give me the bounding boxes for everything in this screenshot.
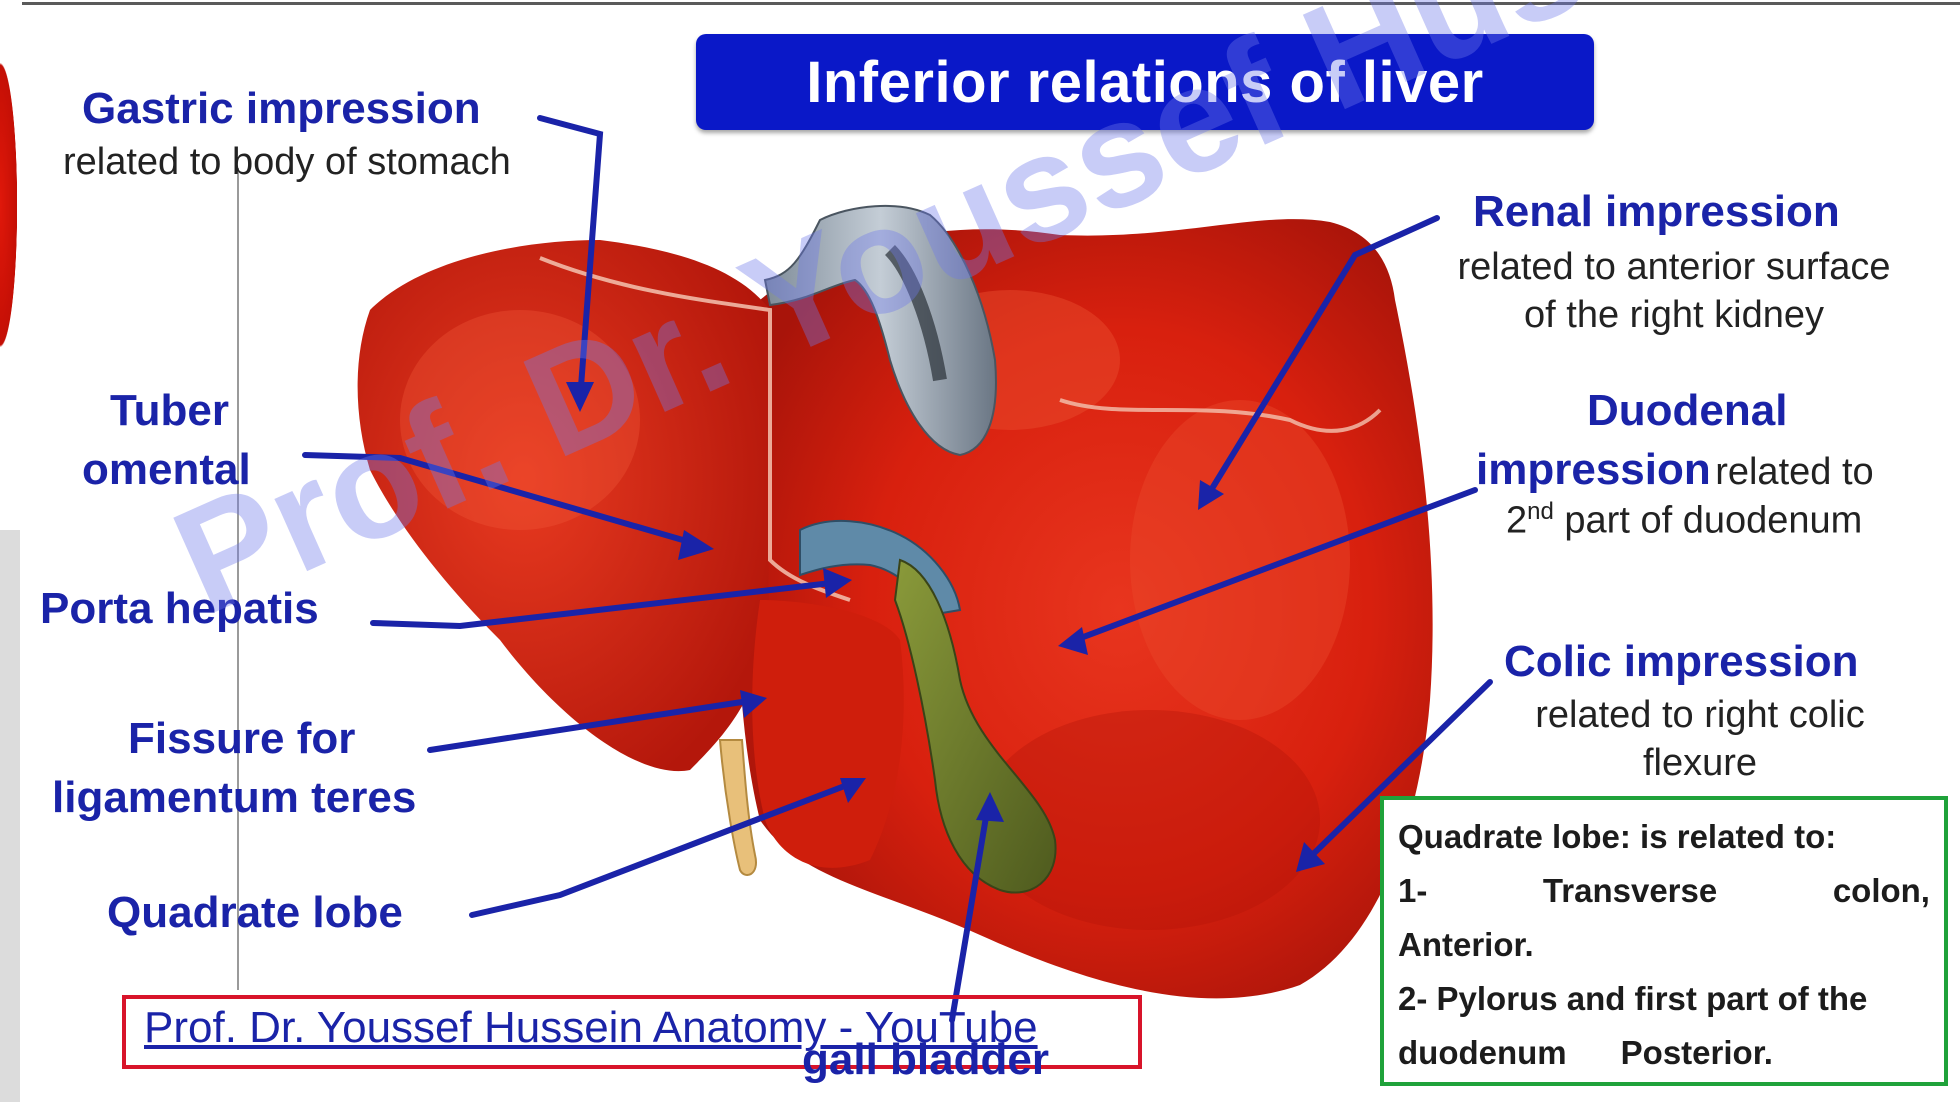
note-item3-posterior: Posterior.: [1621, 1026, 1773, 1080]
note-item1-colon: colon,: [1833, 864, 1930, 918]
label-gastric-impression: Gastric impression: [82, 84, 481, 133]
label-fissure-line1: Fissure for: [128, 714, 355, 763]
title-banner: Inferior relations of liver: [696, 34, 1594, 130]
note-item3: duodenum Posterior.: [1398, 1026, 1930, 1080]
quadrate-note-box: Quadrate lobe: is related to: 1- Transve…: [1380, 796, 1948, 1086]
note-item3-word: duodenum: [1398, 1026, 1567, 1080]
quadrate-lobe-shape: [752, 600, 904, 868]
note-item1-word: Transverse: [1543, 864, 1717, 918]
note-heading: Quadrate lobe: is related to:: [1398, 810, 1930, 864]
label-duodenal-ordinal-sup: nd: [1527, 498, 1554, 525]
note-item1-num: 1-: [1398, 864, 1427, 918]
note-item2: 2- Pylorus and first part of the: [1398, 972, 1930, 1026]
label-gastric-sub: related to body of stomach: [63, 139, 511, 187]
label-tuber-line2: omental: [82, 445, 251, 494]
note-item1-anterior: Anterior.: [1398, 918, 1930, 972]
label-colic-sub1: related to right colic: [1450, 692, 1950, 740]
label-duodenal-bold: impression: [1476, 445, 1711, 494]
label-renal-sub2: of the right kidney: [1440, 292, 1908, 340]
credit-link[interactable]: Prof. Dr. Youssef Hussein Anatomy - YouT…: [144, 1003, 1038, 1053]
label-duodenal-ordinal: 2: [1506, 500, 1527, 542]
label-duodenal-line3: 2nd part of duodenum: [1506, 498, 1862, 543]
divider-line: [237, 168, 239, 990]
label-quadrate-lobe: Quadrate lobe: [107, 888, 403, 937]
label-fissure-line2: ligamentum teres: [52, 773, 416, 822]
label-duodenal-title: Duodenal: [1587, 386, 1787, 435]
label-colic-sub2: flexure: [1450, 740, 1950, 788]
note-item1: 1- Transverse colon,: [1398, 864, 1930, 918]
label-tuber-line1: Tuber: [110, 386, 229, 435]
label-duodenal-part: part of duodenum: [1564, 500, 1862, 542]
label-colic-impression: Colic impression: [1504, 637, 1859, 686]
page-title: Inferior relations of liver: [806, 49, 1483, 116]
label-duodenal-rest: related to: [1715, 451, 1873, 493]
label-renal-sub1: related to anterior surface: [1440, 244, 1908, 292]
label-porta-hepatis: Porta hepatis: [40, 584, 319, 633]
label-duodenal-line2: impression related to: [1476, 445, 1874, 494]
label-renal-impression: Renal impression: [1473, 187, 1840, 236]
